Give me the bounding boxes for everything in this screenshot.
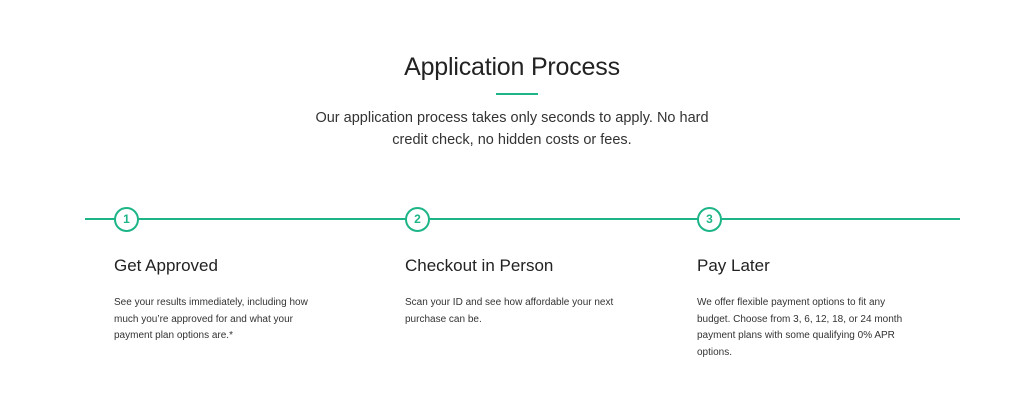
section-title: Application Process <box>404 53 620 81</box>
step-1-description: See your results immediately, including … <box>114 297 308 341</box>
section-intro: Our application process takes only secon… <box>315 110 709 148</box>
step-2-number-badge: 2 <box>405 207 430 232</box>
timeline-line <box>85 218 960 220</box>
step-3-heading: Pay Later <box>697 256 770 275</box>
step-1-heading: Get Approved <box>114 256 218 275</box>
step-3-description: We offer flexible payment options to fit… <box>697 297 903 358</box>
step-1-number-badge: 1 <box>114 207 139 232</box>
step-3-number-badge: 3 <box>697 207 722 232</box>
step-2-heading: Checkout in Person <box>405 256 554 275</box>
step-2-description: Scan your ID and see how affordable your… <box>405 297 614 325</box>
title-underline <box>496 93 538 95</box>
